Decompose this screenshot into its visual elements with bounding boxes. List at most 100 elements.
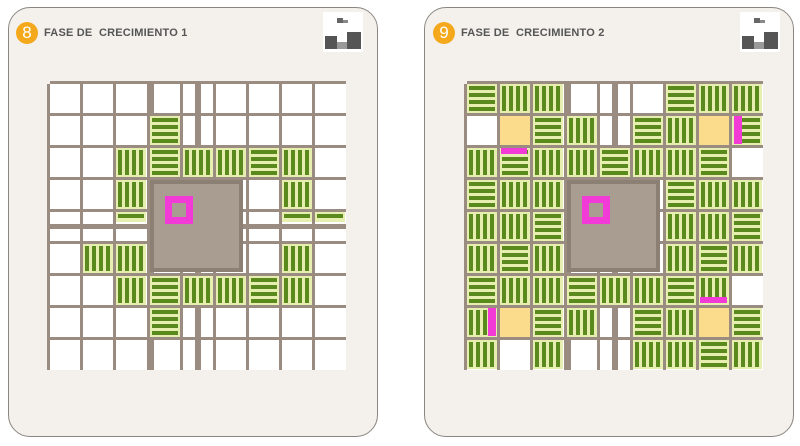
housing-row <box>106 246 110 271</box>
housing-row <box>642 278 646 303</box>
housing-row <box>549 150 553 175</box>
housing-row <box>701 342 727 346</box>
phase-2-title: FASE DE CRECIMIENTO 2 <box>461 27 605 39</box>
housing-row <box>569 285 595 289</box>
housing-row <box>556 246 560 271</box>
housing-row <box>469 182 495 186</box>
housing-row <box>708 214 712 239</box>
housing-row <box>509 278 513 303</box>
housing-row <box>668 278 694 282</box>
housing-row <box>556 150 560 175</box>
housing-row <box>251 164 277 168</box>
housing-row <box>668 203 694 207</box>
housing-row <box>509 86 513 111</box>
housing-row <box>483 150 487 175</box>
housing-row <box>535 310 561 314</box>
housing-row <box>298 278 302 303</box>
housing-row <box>469 292 495 296</box>
housing-row <box>251 292 277 296</box>
housing-row <box>199 278 203 303</box>
housing-row <box>535 150 539 175</box>
housing-row <box>152 139 178 143</box>
housing-row <box>668 86 694 90</box>
housing-row <box>708 86 712 111</box>
housing-row <box>701 86 705 111</box>
housing-row <box>715 278 719 303</box>
housing-row <box>682 246 686 271</box>
housing-row <box>132 182 136 207</box>
housing-row <box>139 182 143 207</box>
housing-row <box>305 182 309 207</box>
housing-row <box>535 214 561 218</box>
housing-row <box>602 171 628 175</box>
road <box>47 84 50 370</box>
road <box>663 84 666 370</box>
housing-row <box>668 310 672 335</box>
housing-row <box>152 132 178 136</box>
housing-row <box>535 278 539 303</box>
housing-row <box>535 317 561 321</box>
housing-row <box>490 214 494 239</box>
housing-row <box>232 278 236 303</box>
housing-row <box>668 214 672 239</box>
housing-row <box>509 182 513 207</box>
housing-row <box>583 310 587 335</box>
housing-row <box>590 150 594 175</box>
housing-row <box>516 278 520 303</box>
housing-row <box>469 86 495 90</box>
housing-row <box>668 342 672 367</box>
housing-row <box>152 278 178 282</box>
housing-row <box>556 86 560 111</box>
housing-row <box>734 331 760 335</box>
housing-row <box>542 246 546 271</box>
housing-row <box>132 246 136 271</box>
housing-row <box>523 214 527 239</box>
housing-row <box>668 299 694 303</box>
housing-row <box>668 93 694 97</box>
housing-row <box>502 171 528 175</box>
housing-row <box>635 331 661 335</box>
housing-row <box>469 246 473 271</box>
housing-row <box>635 310 661 314</box>
housing-row <box>741 342 745 367</box>
housing-row <box>668 189 694 193</box>
housing-row <box>225 278 229 303</box>
housing-row <box>469 107 495 111</box>
housing-row <box>689 214 693 239</box>
housing-row <box>741 86 745 111</box>
housing-row <box>675 150 679 175</box>
housing-row <box>232 150 236 175</box>
housing-row <box>748 182 752 207</box>
housing-row <box>748 86 752 111</box>
housing-row <box>218 278 222 303</box>
housing-row <box>755 246 759 271</box>
housing-row <box>535 221 561 225</box>
road <box>729 84 732 370</box>
housing-row <box>675 342 679 367</box>
housing-row <box>523 86 527 111</box>
housing-row <box>549 278 553 303</box>
housing-row <box>755 86 759 111</box>
housing-row <box>689 150 693 175</box>
housing-row <box>682 342 686 367</box>
housing-row <box>535 86 539 111</box>
housing-row <box>118 246 122 271</box>
housing-row <box>675 118 679 143</box>
housing-row <box>502 182 506 207</box>
housing-row <box>635 317 661 321</box>
housing-row <box>305 150 309 175</box>
housing-row <box>668 100 694 104</box>
housing-row <box>502 157 528 161</box>
housing-row <box>251 299 277 303</box>
housing-row <box>656 150 660 175</box>
housing-row <box>118 150 122 175</box>
housing-row <box>734 214 760 218</box>
housing-row <box>476 246 480 271</box>
housing-row <box>689 246 693 271</box>
housing-row <box>523 278 527 303</box>
housing-row <box>734 324 760 328</box>
housing-row <box>668 246 672 271</box>
housing-row <box>708 278 712 303</box>
housing-row <box>715 182 719 207</box>
housing-row <box>469 214 473 239</box>
